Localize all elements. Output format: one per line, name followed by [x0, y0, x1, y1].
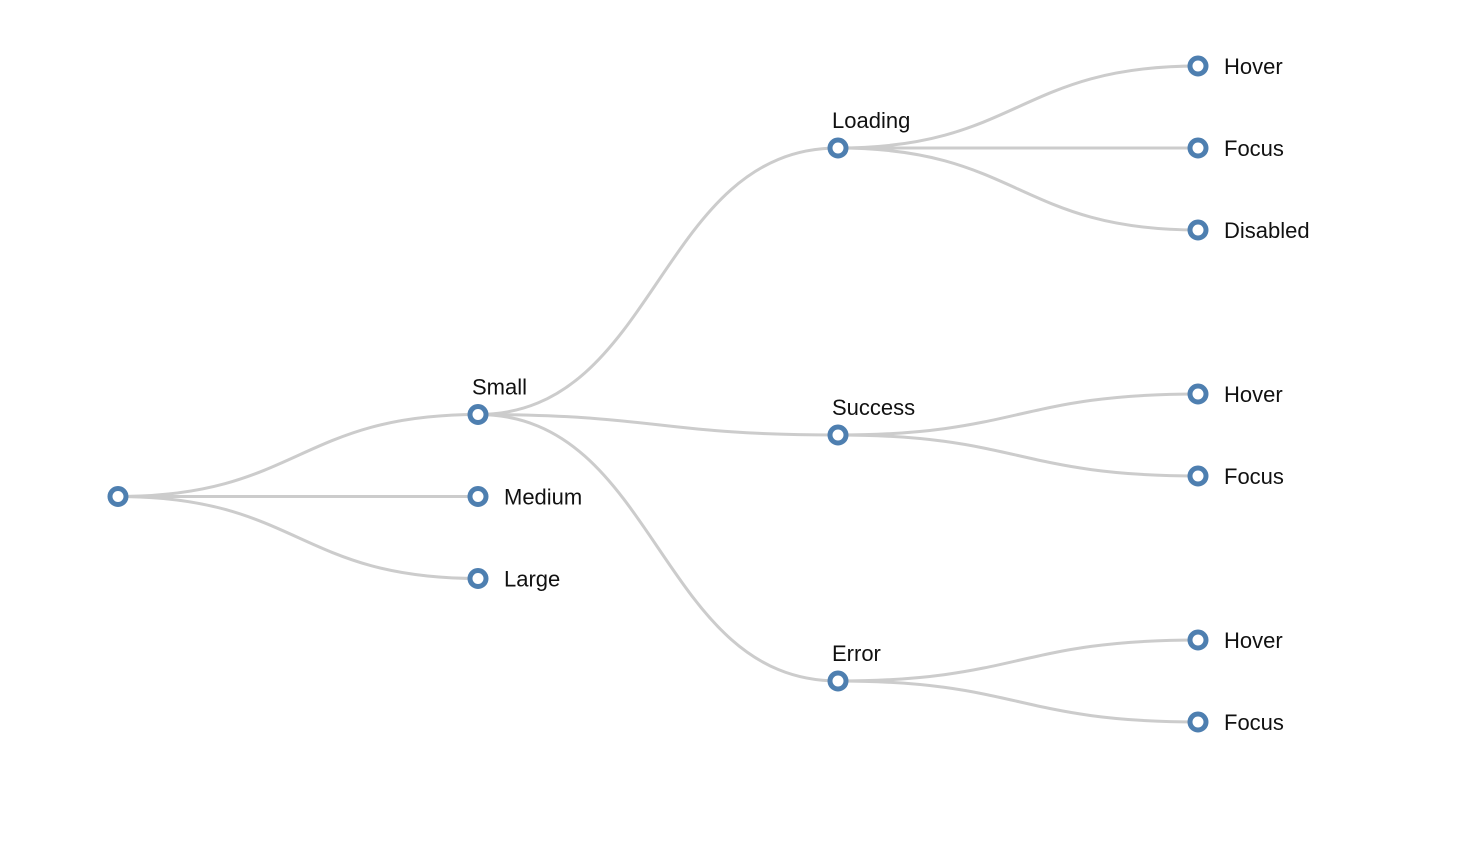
node-label: Focus [1224, 464, 1284, 489]
node-circle[interactable] [1187, 55, 1209, 77]
link-root-to-large [117, 495, 479, 580]
node-circle[interactable] [1187, 629, 1209, 651]
node-label: Hover [1224, 382, 1283, 407]
node-circle[interactable] [1187, 465, 1209, 487]
link-loading-to-loading-disabled [837, 146, 1199, 232]
link-error-to-error-focus [837, 679, 1199, 724]
node-label: Disabled [1224, 218, 1310, 243]
node-circle[interactable] [827, 137, 849, 159]
node-circle[interactable] [467, 404, 489, 425]
tree-node-loading[interactable]: Loading [827, 108, 910, 159]
tree-node-loading-focus[interactable]: Focus [1187, 136, 1284, 161]
node-circle[interactable] [1187, 711, 1209, 733]
link-small-to-error [477, 413, 839, 683]
node-label: Medium [504, 485, 582, 510]
tree-node-loading-hover[interactable]: Hover [1187, 54, 1283, 79]
node-circle[interactable] [107, 486, 129, 507]
node-label: Focus [1224, 136, 1284, 161]
tree-node-large[interactable]: Large [467, 567, 560, 592]
tree-node-small[interactable]: Small [467, 375, 527, 425]
tree-node-error[interactable]: Error [827, 641, 881, 692]
tree-node-medium[interactable]: Medium [467, 485, 582, 510]
link-loading-to-loading-hover [837, 64, 1199, 150]
tree-node-success-hover[interactable]: Hover [1187, 382, 1283, 407]
link-success-to-success-hover [837, 392, 1199, 437]
node-label: Small [472, 375, 527, 400]
tree-node-root[interactable] [107, 486, 129, 507]
node-circle[interactable] [1187, 383, 1209, 405]
tree-node-success[interactable]: Success [827, 395, 915, 446]
tree-node-error-hover[interactable]: Hover [1187, 628, 1283, 653]
link-small-to-loading [477, 146, 839, 416]
node-circle[interactable] [1187, 137, 1209, 159]
link-success-to-success-focus [837, 433, 1199, 478]
link-error-to-error-hover [837, 638, 1199, 683]
tree-node-loading-disabled[interactable]: Disabled [1187, 218, 1310, 243]
link-root-to-small [117, 413, 479, 498]
node-label: Large [504, 567, 560, 592]
node-label: Hover [1224, 54, 1283, 79]
node-circle[interactable] [1187, 219, 1209, 241]
node-label: Loading [832, 108, 910, 133]
links-layer [117, 64, 1199, 724]
node-label: Success [832, 395, 915, 420]
node-circle[interactable] [467, 568, 489, 589]
tree-node-success-focus[interactable]: Focus [1187, 464, 1284, 489]
node-label: Focus [1224, 710, 1284, 735]
node-circle[interactable] [467, 486, 489, 507]
nodes-layer: SmallLoadingHoverFocusDisabledSuccessHov… [107, 54, 1310, 735]
node-label: Error [832, 641, 881, 666]
node-circle[interactable] [827, 424, 849, 446]
node-label: Hover [1224, 628, 1283, 653]
tree-node-error-focus[interactable]: Focus [1187, 710, 1284, 735]
node-circle[interactable] [827, 670, 849, 692]
link-small-to-success [477, 413, 839, 437]
